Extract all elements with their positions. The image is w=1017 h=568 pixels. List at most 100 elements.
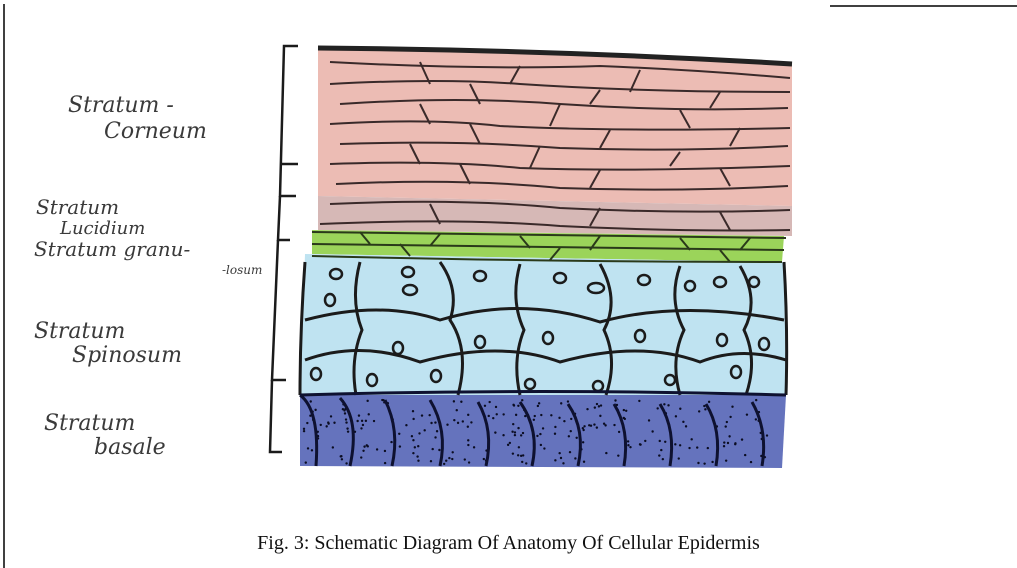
stipple-dot: [517, 454, 519, 456]
stipple-dot: [766, 434, 768, 436]
stipple-dot: [412, 439, 414, 441]
stipple-dot: [750, 461, 752, 463]
stipple-dot: [330, 415, 332, 417]
stipple-dot: [405, 424, 407, 426]
stipple-dot: [617, 454, 619, 456]
stipple-dot: [596, 403, 598, 405]
stipple-dot: [725, 459, 727, 461]
stipple-dot: [412, 452, 414, 454]
stipple-dot: [627, 444, 629, 446]
label-granulosum-line1: Stratum granu-: [34, 237, 191, 261]
stipple-dot: [366, 444, 368, 446]
stipple-dot: [457, 422, 459, 424]
layer-labels: Stratum - Corneum Stratum Lucidium Strat…: [34, 93, 262, 460]
stipple-dot: [362, 450, 364, 452]
stipple-dot: [690, 438, 692, 440]
label-spinosum-line2: Spinosum: [72, 343, 182, 368]
stipple-dot: [618, 431, 620, 433]
stipple-dot: [460, 401, 462, 403]
stipple-dot: [746, 413, 748, 415]
bracket-spinosum: [272, 240, 286, 380]
stipple-dot: [492, 417, 494, 419]
stipple-dot: [468, 461, 470, 463]
stipple-dot: [438, 449, 440, 451]
stipple-dot: [728, 435, 730, 437]
stipple-dot: [356, 420, 358, 422]
stipple-dot: [467, 444, 469, 446]
stipple-dot: [451, 458, 453, 460]
stipple-dot: [366, 400, 368, 402]
stipple-dot: [562, 462, 564, 464]
stipple-dot: [488, 401, 490, 403]
stipple-dot: [560, 457, 562, 459]
stipple-dot: [421, 414, 423, 416]
stipple-dot: [509, 442, 511, 444]
stipple-dot: [464, 458, 466, 460]
stipple-dot: [520, 434, 522, 436]
stipple-dot: [567, 400, 569, 402]
stipple-dot: [574, 457, 576, 459]
stipple-dot: [423, 429, 425, 431]
stipple-dot: [542, 427, 544, 429]
stipple-dot: [434, 421, 436, 423]
stipple-dot: [327, 421, 329, 423]
stipple-dot: [543, 447, 545, 449]
stipple-dot: [582, 441, 584, 443]
stipple-dot: [550, 414, 552, 416]
stipple-dot: [521, 461, 523, 463]
stipple-dot: [540, 414, 542, 416]
stipple-dot: [644, 440, 646, 442]
stipple-dot: [604, 424, 606, 426]
stipple-dot: [554, 459, 556, 461]
stipple-dot: [412, 418, 414, 420]
stipple-dot: [446, 424, 448, 426]
stipple-dot: [734, 443, 736, 445]
stipple-dot: [376, 448, 378, 450]
stipple-dot: [431, 448, 433, 450]
stipple-dot: [679, 408, 681, 410]
stipple-dot: [373, 420, 375, 422]
stipple-dot: [539, 433, 541, 435]
stipple-dot: [345, 421, 347, 423]
stipple-dot: [596, 426, 598, 428]
stipple-dot: [639, 443, 641, 445]
label-lucidum-line2: Lucidium: [59, 218, 145, 239]
stipple-dot: [682, 421, 684, 423]
stipple-dot: [320, 424, 322, 426]
stipple-dot: [600, 404, 602, 406]
stipple-dot: [588, 424, 590, 426]
stipple-dot: [513, 404, 515, 406]
stipple-dot: [613, 424, 615, 426]
stipple-dot: [517, 405, 519, 407]
stipple-dot: [725, 425, 727, 427]
stipple-dot: [494, 431, 496, 433]
stipple-dot: [675, 415, 677, 417]
label-corneum-line1: Stratum -: [68, 93, 174, 118]
stipple-dot: [347, 430, 349, 432]
stipple-dot: [586, 408, 588, 410]
stipple-dot: [627, 440, 629, 442]
stipple-dot: [685, 425, 687, 427]
stipple-dot: [346, 427, 348, 429]
stipple-dot: [558, 417, 560, 419]
stipple-dot: [496, 413, 498, 415]
stipple-dot: [515, 414, 517, 416]
bracket-corneum: [280, 46, 298, 196]
stipple-dot: [563, 420, 565, 422]
layer-brackets: [270, 46, 298, 452]
stipple-dot: [365, 420, 367, 422]
stipple-dot: [452, 451, 454, 453]
stipple-dot: [412, 410, 414, 412]
stipple-dot: [624, 418, 626, 420]
stipple-dot: [398, 433, 400, 435]
stipple-dot: [502, 434, 504, 436]
stipple-dot: [625, 410, 627, 412]
stipple-dot: [363, 445, 365, 447]
stipple-dot: [534, 415, 536, 417]
stipple-dot: [512, 423, 514, 425]
stipple-dot: [698, 410, 700, 412]
stipple-dot: [696, 446, 698, 448]
stipple-dot: [605, 452, 607, 454]
stipple-dot: [679, 444, 681, 446]
stipple-dot: [663, 403, 665, 405]
